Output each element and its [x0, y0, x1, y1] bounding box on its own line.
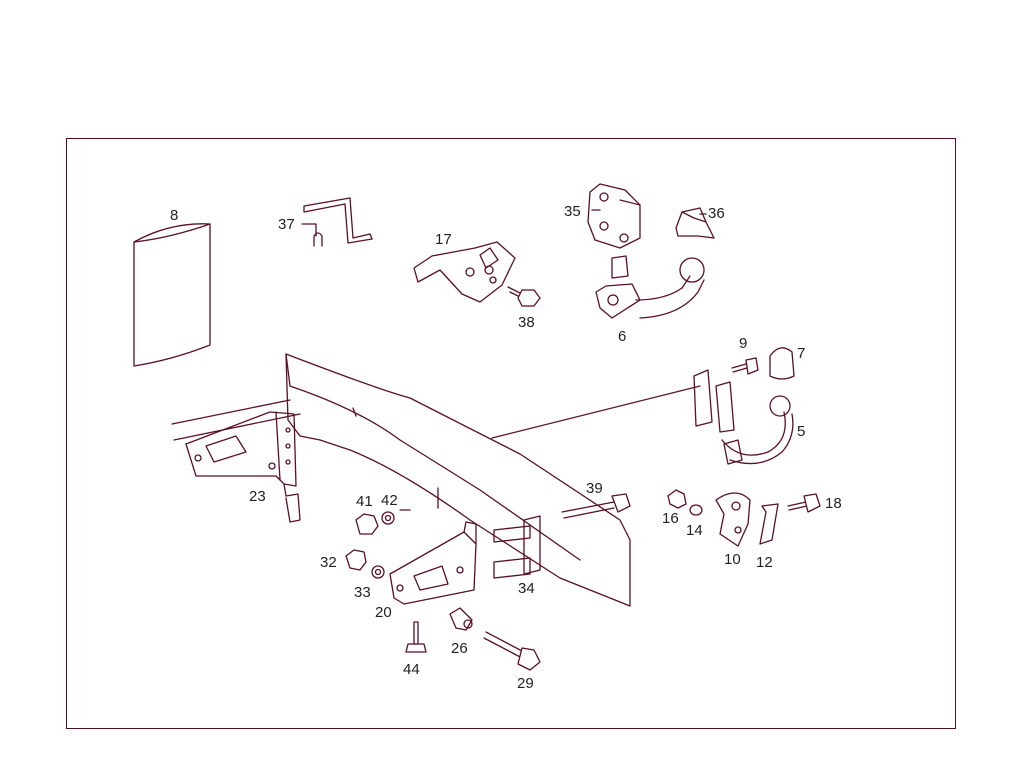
label-26: 26 — [451, 640, 468, 657]
part-34-tubes[interactable] — [493, 515, 541, 579]
part-10-plate[interactable] — [715, 492, 751, 547]
label-29: 29 — [517, 675, 534, 692]
part-42-washer[interactable] — [381, 511, 395, 525]
label-37: 37 — [278, 216, 295, 233]
label-35: 35 — [564, 203, 581, 220]
part-18-bolt[interactable] — [787, 493, 821, 513]
part-38-bolt[interactable] — [507, 286, 541, 307]
label-14: 14 — [686, 522, 703, 539]
part-20-bracket[interactable] — [389, 521, 477, 605]
diagram-frame — [66, 138, 956, 729]
label-23: 23 — [249, 488, 266, 505]
label-44: 44 — [403, 661, 420, 678]
part-29-bolt[interactable] — [483, 631, 541, 671]
label-9: 9 — [739, 335, 747, 352]
label-10: 10 — [724, 551, 741, 568]
part-39-bolt[interactable] — [561, 493, 631, 519]
label-33: 33 — [354, 584, 371, 601]
part-8-leaflet[interactable] — [133, 223, 211, 367]
label-17: 17 — [435, 231, 452, 248]
label-42: 42 — [381, 492, 398, 509]
label-20: 20 — [375, 604, 392, 621]
label-36: 36 — [708, 205, 725, 222]
part-36-socket[interactable] — [675, 207, 715, 239]
part-5-ball-hitch[interactable] — [693, 369, 794, 465]
part-37-key[interactable] — [303, 197, 373, 247]
label-38: 38 — [518, 314, 535, 331]
part-16-nut[interactable] — [667, 489, 687, 509]
part-12-clip[interactable] — [759, 503, 779, 545]
part-14-washer[interactable] — [689, 504, 703, 516]
part-7-cap[interactable] — [769, 347, 795, 380]
part-17-bracket[interactable] — [413, 241, 516, 303]
label-18: 18 — [825, 495, 842, 512]
label-16: 16 — [662, 510, 679, 527]
part-35-block[interactable] — [587, 183, 641, 249]
part-9-screw[interactable] — [731, 357, 759, 375]
part-32-nut[interactable] — [345, 549, 367, 571]
label-32: 32 — [320, 554, 337, 571]
label-5: 5 — [797, 423, 805, 440]
part-33-washer[interactable] — [371, 565, 385, 579]
part-44-bolt[interactable] — [405, 621, 427, 653]
part-41-nut[interactable] — [355, 513, 379, 535]
label-7: 7 — [797, 345, 805, 362]
label-39: 39 — [586, 480, 603, 497]
part-26-bolt[interactable] — [449, 607, 473, 631]
part-6-ball-neck[interactable] — [595, 255, 705, 319]
leader-lines — [301, 209, 707, 511]
bumper-beam — [171, 353, 701, 607]
label-12: 12 — [756, 554, 773, 571]
label-41: 41 — [356, 493, 373, 510]
label-8: 8 — [170, 207, 178, 224]
label-34: 34 — [518, 580, 535, 597]
label-6: 6 — [618, 328, 626, 345]
part-23-bracket[interactable] — [185, 411, 301, 523]
